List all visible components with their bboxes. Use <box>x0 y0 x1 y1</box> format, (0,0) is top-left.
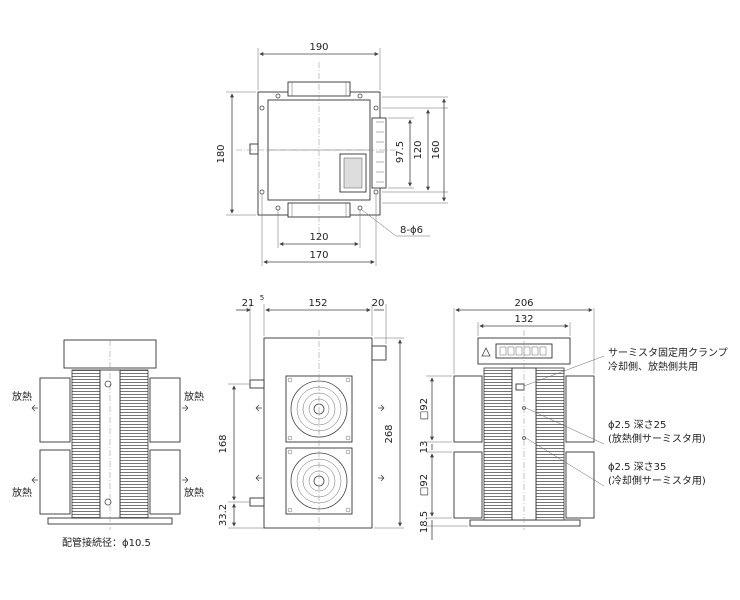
hole-note: 8-ϕ6 <box>400 225 423 236</box>
fan-housing <box>565 375 595 443</box>
dim-13: 13 <box>419 441 430 454</box>
label-heat-left-upper: 放熱 <box>12 390 32 403</box>
fan-housing <box>453 451 483 519</box>
airflow-arrow-icon <box>378 404 385 412</box>
thermistor-clamp <box>515 383 525 391</box>
note-hole35-line2: (冷却側サーミスタ用) <box>608 474 706 487</box>
dim-21: 21 <box>242 298 255 309</box>
top-view-terminal-block <box>371 117 387 189</box>
note-hole25-line2: (放熱側サーミスタ用) <box>608 432 706 445</box>
fan-housing <box>149 377 181 443</box>
dim-sq92-upper: □92 <box>419 398 430 420</box>
airflow-arrow-icon <box>255 404 262 412</box>
front-view-fin-stack <box>119 369 149 519</box>
dim-18-5: 18.5 <box>419 511 430 533</box>
dim-97-5: 97.5 <box>395 141 406 163</box>
dim-21-sup: 5 <box>260 294 264 302</box>
mounting-hole <box>259 105 265 111</box>
label-heat-right-lower: 放熱 <box>184 486 204 499</box>
airflow-arrow-icon <box>182 476 189 484</box>
right-view-fin-stack <box>535 367 565 521</box>
pipe-note: 配管接続径：ϕ10.5 <box>62 536 151 549</box>
label-heat-left-lower: 放熱 <box>12 486 32 499</box>
dim-190: 190 <box>309 42 328 53</box>
right-view-fin-stack <box>483 367 513 521</box>
dim-268: 268 <box>384 424 395 443</box>
dim-160: 160 <box>431 140 442 159</box>
fan-housing <box>453 375 483 443</box>
dim-132: 132 <box>514 314 533 325</box>
note-hole25-line1: ϕ2.5 深さ25 <box>608 419 666 431</box>
fan-housing <box>39 449 71 515</box>
right-view-base <box>469 519 581 527</box>
dim-152: 152 <box>308 298 327 309</box>
side-view-terminal <box>371 345 387 361</box>
airflow-arrow-icon <box>31 404 38 412</box>
fan-housing <box>39 377 71 443</box>
front-view: 放熱 放熱 放熱 放熱 配管接続径：ϕ10.5 <box>12 339 204 549</box>
airflow-arrow-icon <box>255 474 262 482</box>
dim-120-bottom: 120 <box>309 232 328 243</box>
dim-120-right: 120 <box>413 140 424 159</box>
pipe-upper <box>249 379 265 389</box>
top-view-pipe-stub <box>249 143 259 155</box>
fan-housing <box>149 449 181 515</box>
dim-206: 206 <box>514 298 533 309</box>
note-clamp-line2: 冷却側、放熱側共用 <box>608 360 698 373</box>
dim-170: 170 <box>309 250 328 261</box>
fan-housing <box>565 451 595 519</box>
note-clamp-line1: サーミスタ固定用クランプ <box>608 346 728 359</box>
mounting-hole <box>373 105 379 111</box>
top-view: 190 180 97.5 120 160 120 170 8-ϕ6 <box>216 42 448 266</box>
dim-180: 180 <box>216 144 227 163</box>
side-view: 21 5 152 20 168 33.2 268 <box>218 294 404 530</box>
airflow-arrow-icon <box>378 474 385 482</box>
note-hole35-line1: ϕ2.5 深さ35 <box>608 461 666 473</box>
dim-168: 168 <box>218 434 229 453</box>
right-view: 206 132 □92 13 □92 18.5 サーミスタ固定用クランプ 冷却側… <box>419 298 728 540</box>
airflow-arrow-icon <box>182 404 189 412</box>
airflow-arrow-icon <box>31 476 38 484</box>
pipe-lower <box>249 497 265 507</box>
dim-20: 20 <box>372 298 385 309</box>
dim-sq92-lower: □92 <box>419 474 430 496</box>
label-heat-right-upper: 放熱 <box>184 390 204 403</box>
mounting-hole <box>357 93 363 99</box>
dim-33-2: 33.2 <box>218 504 229 526</box>
front-view-fin-stack <box>71 369 101 519</box>
warning-icon <box>481 347 491 357</box>
mounting-hole <box>275 93 281 99</box>
